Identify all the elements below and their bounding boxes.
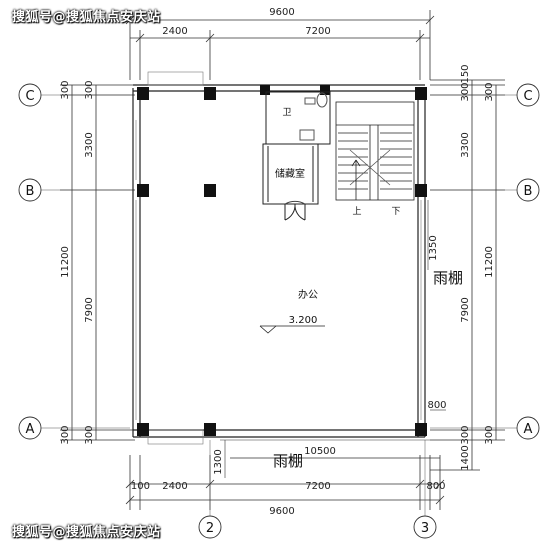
- dim-left-300-d: 300: [84, 425, 95, 444]
- dim-inner-1300: 1300: [213, 449, 224, 474]
- dim-bottom-right: 7200: [305, 481, 330, 492]
- dim-inner-800: 800: [427, 400, 446, 411]
- dim-right-7900: 7900: [460, 297, 471, 322]
- elevation-marker: [259, 325, 325, 334]
- room-label-toilet: 卫: [282, 108, 291, 118]
- elevation-label: 3.200: [289, 315, 318, 326]
- grid-label-c-right: C: [523, 89, 532, 104]
- dim-left-7900: 7900: [84, 297, 95, 322]
- top-dimension-lines: [125, 10, 435, 80]
- dim-left-300-a: 300: [60, 80, 71, 99]
- dim-left-3300: 3300: [84, 132, 95, 157]
- grid-label-b-left: B: [26, 184, 35, 199]
- dim-right-1400: 1400: [460, 445, 471, 470]
- dim-right-3300: 3300: [460, 132, 471, 157]
- room-label-storage: 储藏室: [275, 167, 305, 180]
- dim-left-300-c: 300: [60, 425, 71, 444]
- grid-label-c-left: C: [25, 89, 34, 104]
- canopy-label-bottom: 雨棚: [273, 452, 303, 470]
- watermark-top: 搜狐号@搜狐焦点安庆站: [12, 10, 161, 25]
- window-bands: [135, 71, 422, 445]
- dim-top-total: 9600: [269, 7, 294, 18]
- grid-label-a-right: A: [524, 422, 533, 437]
- dim-right-300-b: 300: [484, 82, 495, 101]
- watermark-bottom: 搜狐号@搜狐焦点安庆站: [12, 525, 161, 540]
- dim-bottom-total: 9600: [269, 506, 294, 517]
- grid-axis-leaders: [41, 94, 517, 516]
- dim-right-300-d: 300: [484, 425, 495, 444]
- dim-top-left: 2400: [162, 26, 187, 37]
- dim-bottom-left-small: 100: [131, 481, 150, 492]
- staircase: [335, 101, 415, 201]
- dim-canopy-width: 10500: [304, 446, 336, 457]
- inner-dimension-lines: [220, 200, 446, 478]
- grid-label-2: 2: [206, 521, 214, 536]
- outer-walls: [132, 84, 426, 438]
- dim-bottom-right-small: 800: [426, 481, 445, 492]
- dim-inner-1350: 1350: [428, 235, 439, 260]
- grid-label-3: 3: [421, 521, 429, 536]
- left-dimension-lines: [60, 84, 135, 441]
- stair-down-label: 下: [391, 207, 400, 217]
- dim-bottom-left: 2400: [162, 481, 187, 492]
- stair-up-label: 上: [352, 206, 361, 217]
- dim-right-11200: 11200: [484, 246, 495, 278]
- bottom-dimension-lines: [125, 455, 445, 510]
- structural-columns: [137, 85, 427, 436]
- grid-label-a-left: A: [26, 422, 35, 437]
- dim-left-11200: 11200: [60, 246, 71, 278]
- toilet-storage-walls: [262, 91, 331, 221]
- dim-top-right: 7200: [305, 26, 330, 37]
- dim-left-300-b: 300: [84, 80, 95, 99]
- room-label-office: 办公: [298, 288, 318, 301]
- dim-right-150: 150: [460, 64, 471, 83]
- canopy-label-right: 雨棚: [433, 269, 463, 287]
- grid-label-b-right: B: [524, 184, 533, 199]
- dim-right-300-c: 300: [460, 425, 471, 444]
- grid-axis-bubbles: [18, 83, 540, 539]
- dim-right-300-a: 300: [460, 82, 471, 101]
